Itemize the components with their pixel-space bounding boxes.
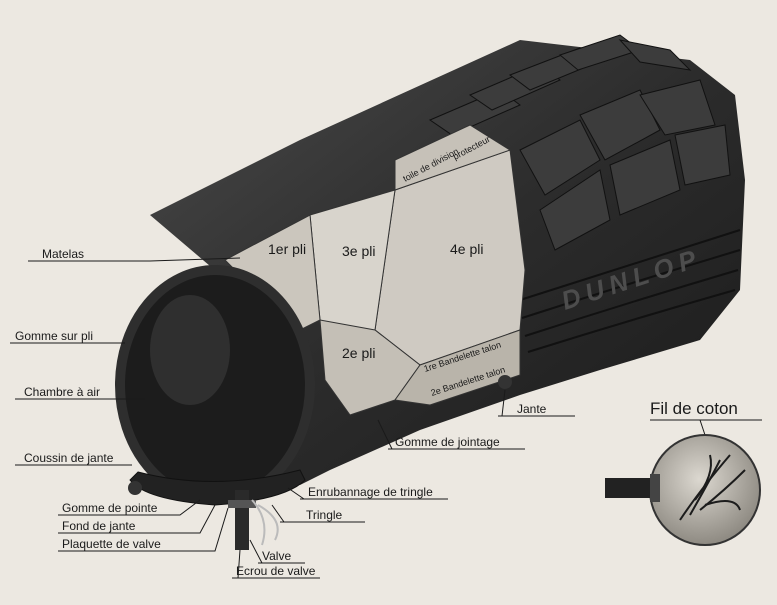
leader-jante [498, 389, 575, 417]
leader-plaquette-de-valve [58, 507, 229, 552]
leader-valve [249, 539, 305, 564]
ply-label-4: 4e pli [450, 241, 483, 257]
leader-ecrou-de-valve [232, 549, 320, 579]
ply-label-3: 3e pli [342, 243, 375, 259]
label-matelas: Matelas [42, 247, 84, 261]
label-plaquette-de-valve: Plaquette de valve [62, 537, 161, 551]
tread-blocks [428, 34, 731, 251]
label-ecrou-de-valve: Ecrou de valve [236, 564, 316, 578]
label-jante: Jante [517, 402, 547, 416]
leader-matelas [28, 257, 241, 262]
cotton-thread-inset [605, 434, 761, 546]
toile-region [394, 124, 512, 191]
valve-assembly [228, 490, 279, 550]
rim-bead-right [498, 375, 512, 389]
leader-fond-de-jante [58, 504, 216, 534]
sidewall-ribs [519, 229, 741, 353]
label-fond-de-jante: Fond de jante [62, 519, 136, 533]
label-gomme-de-jointage: Gomme de jointage [395, 435, 500, 449]
bandelette-region [394, 329, 521, 406]
ply-label-1: 1er pli [268, 241, 306, 257]
leader-gomme-de-jointage [377, 419, 525, 450]
label-gomme-de-pointe: Gomme de pointe [62, 501, 158, 515]
label-enrubannage-de-tringle: Enrubannage de tringle [308, 485, 433, 499]
label-tringle: Tringle [306, 508, 343, 522]
label-valve: Valve [262, 549, 291, 563]
rim [129, 469, 306, 506]
ply-label-2: 2e pli [342, 345, 375, 361]
label-coussin-de-jante: Coussin de jante [24, 451, 114, 465]
leader-tringle [271, 504, 365, 523]
label-chambre-a-air: Chambre à air [24, 385, 100, 399]
leader-enrubannage-de-tringle [287, 487, 448, 500]
label-gomme-sur-pli: Gomme sur pli [15, 329, 93, 343]
rim-bead-left [128, 481, 142, 495]
tube-highlight [150, 295, 230, 405]
leader-gomme-de-pointe [58, 499, 201, 516]
label-fil-de-coton: Fil de coton [650, 399, 738, 418]
leader-fil-de-coton [650, 419, 762, 436]
